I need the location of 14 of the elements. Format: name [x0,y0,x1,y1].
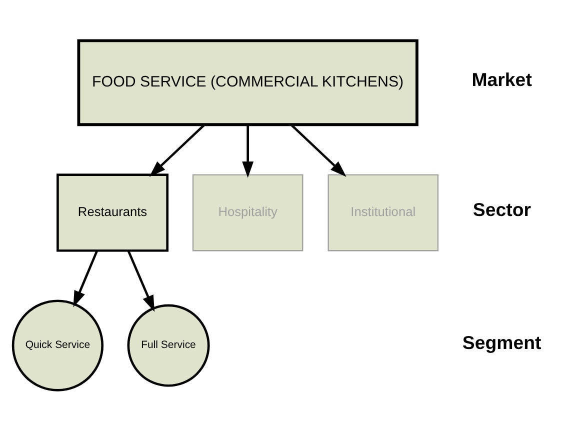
node-box: Institutional [328,174,439,252]
arrow [149,124,206,177]
label: Sector [472,198,532,220]
arrow [73,250,98,308]
arrow [290,124,346,177]
arrow [242,124,254,178]
label: Market [472,68,532,90]
node-box: FOOD SERVICE (COMMERCIAL KITCHENS) [77,39,418,126]
label: Segment [462,332,542,353]
node-circle: Full Service [127,304,210,387]
arrow [127,250,155,312]
node-circle: Quick Service [12,300,104,392]
node-box: Hospitality [192,174,304,252]
node-box: Restaurants [56,174,169,252]
